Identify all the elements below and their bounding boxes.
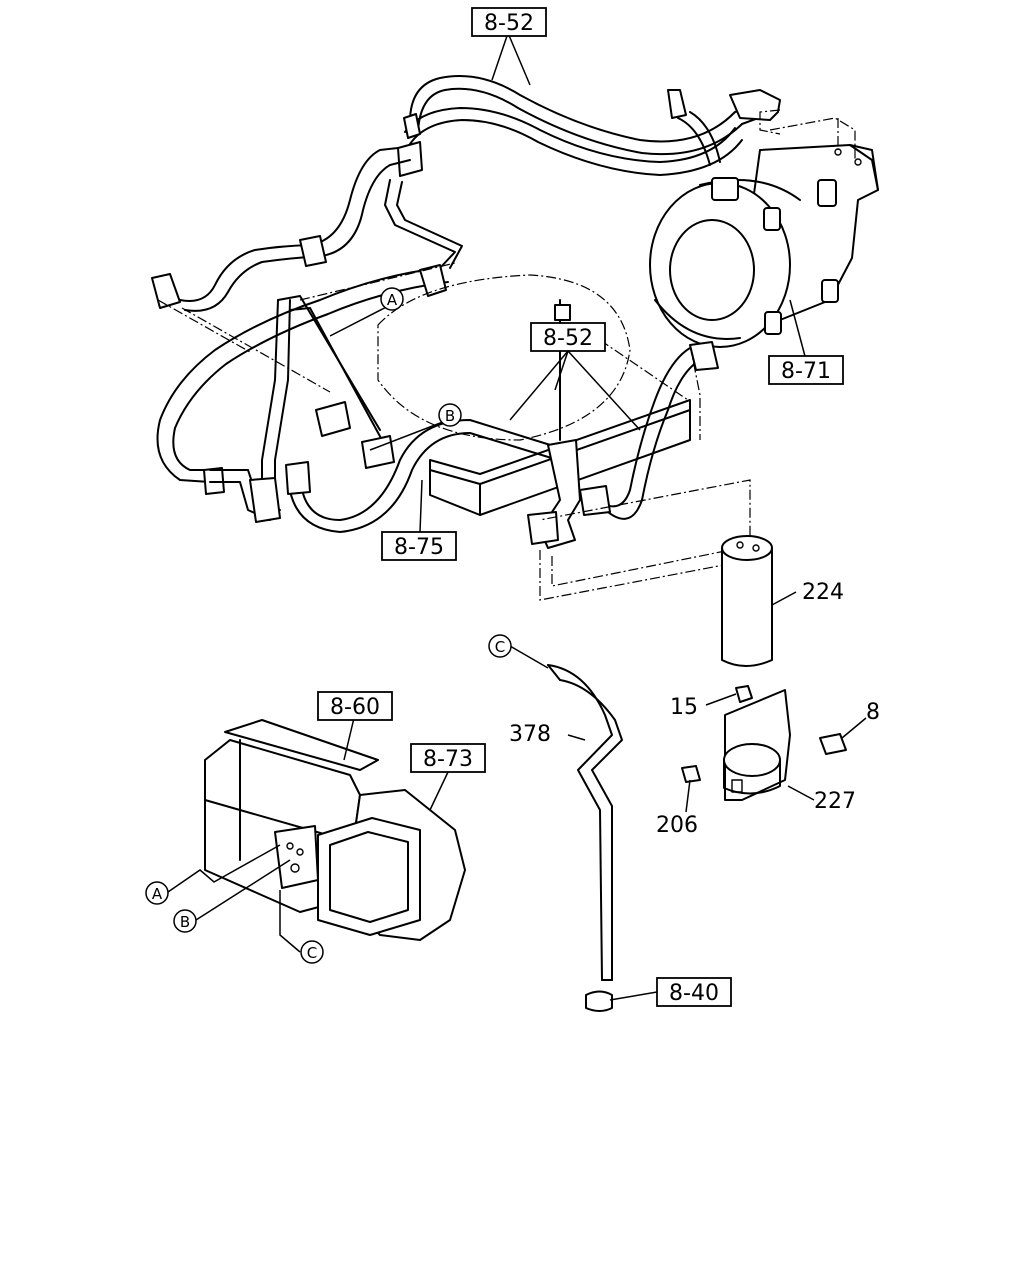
leader-lines [167,32,867,1001]
part-227-label: 227 [814,789,856,814]
ref-8-52-top: 8-52 [471,7,547,37]
ref-8-71: 8-71 [768,355,844,385]
bracket-assembly [681,685,847,801]
ref-8-52-mid: 8-52 [530,322,606,352]
connector-c-bottom-label: C [307,944,317,962]
ref-8-75-label: 8-75 [394,535,444,560]
part-378-label: 378 [509,722,551,747]
part-206-label: 206 [656,813,698,838]
pipe-assembly [209,295,561,533]
connector-a-bottom: A [145,881,169,905]
connector-b-bottom-label: B [180,913,190,931]
middle-hoses [151,147,463,495]
upper-hoses [397,75,781,177]
part-15-label: 15 [670,695,698,720]
ref-8-52-mid-label: 8-52 [543,326,593,351]
connector-b-top-label: B [445,407,455,425]
connector-c-mid: C [488,634,512,658]
part-224-label: 224 [802,580,844,605]
evaporator-outline [299,262,691,516]
ref-8-52-top-label: 8-52 [484,11,534,36]
connector-c-mid-label: C [495,638,505,656]
connector-a-bottom-label: A [152,885,163,903]
ref-8-60: 8-60 [317,691,393,721]
ref-8-73: 8-73 [410,743,486,773]
drain-hose [547,664,623,1012]
compressor [649,117,879,348]
receiver-hoses [527,299,751,601]
connector-b-top: B [438,403,462,427]
ref-8-73-label: 8-73 [423,747,473,772]
ref-8-40-label: 8-40 [669,981,719,1006]
ref-8-75: 8-75 [381,531,457,561]
connector-a-top-label: A [387,291,398,309]
connector-a-top: A [380,287,404,311]
ref-8-60-label: 8-60 [330,695,380,720]
part-8-label: 8 [866,700,880,725]
receiver-dryer [721,535,773,667]
connector-c-bottom: C [300,940,324,964]
ref-8-40: 8-40 [656,977,732,1007]
connector-b-bottom: B [173,909,197,933]
hvac-unit [204,719,466,941]
ref-8-71-label: 8-71 [781,359,831,384]
